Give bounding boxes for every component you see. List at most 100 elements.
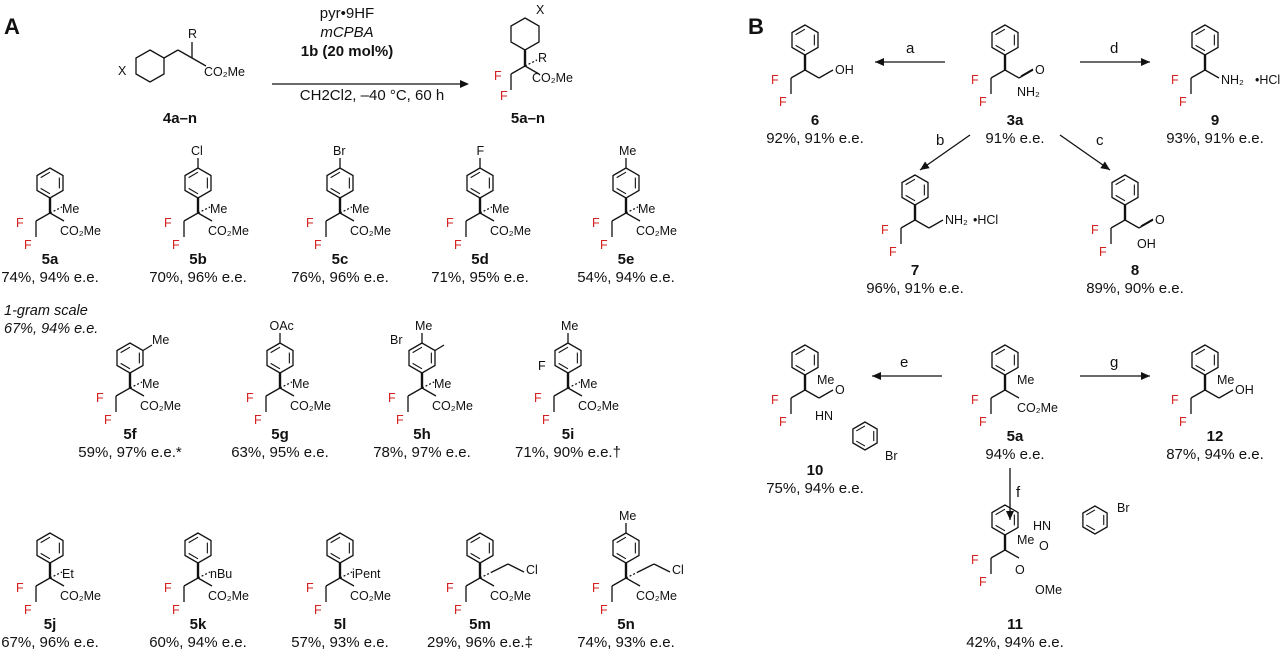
alkyl-group: Me <box>62 202 79 216</box>
carbonyl-o: O <box>1035 63 1045 77</box>
arrow-label-e: e <box>900 354 909 371</box>
compound-yield: 63%, 95% e.e. <box>231 444 329 461</box>
fluorine-1: F <box>96 391 104 405</box>
compound-id: 5h <box>413 426 431 443</box>
fluorine-2: F <box>889 245 897 259</box>
hcl-salt: •HCl <box>973 213 998 227</box>
arrow-g <box>1080 372 1150 380</box>
product-r: R <box>538 51 547 65</box>
compound-yield: 93%, 91% e.e. <box>1166 130 1264 147</box>
fluorine-2: F <box>779 415 787 429</box>
alkyl-group: Me <box>434 377 451 391</box>
fluorine-1: F <box>771 393 779 407</box>
ester-group: CO₂Me <box>490 589 531 603</box>
amide-o: O <box>1039 539 1049 553</box>
arrow-d <box>1080 58 1150 66</box>
product-label: 5a–n <box>510 110 546 127</box>
fluorine-2: F <box>600 603 608 617</box>
compound-id: 5g <box>271 426 289 443</box>
arrow-b <box>919 134 971 171</box>
fluorine-1: F <box>388 391 396 405</box>
fluorine-2: F <box>314 603 322 617</box>
fluorine-2: F <box>24 238 32 252</box>
para-substituent: F <box>477 144 485 158</box>
compound-yield: 74%, 94% e.e. <box>1 269 99 286</box>
alkyl-group: Me <box>492 202 509 216</box>
ester-group: CO₂Me <box>290 399 331 413</box>
compound-yield: 29%, 96% e.e.‡ <box>427 634 533 651</box>
compound-yield: 76%, 96% e.e. <box>291 269 389 286</box>
compound-id: 9 <box>1210 112 1220 129</box>
ester-group: CO₂Me <box>636 224 677 238</box>
amide-nh: HN <box>1033 519 1051 533</box>
scale-note: 1-gram scale 67%, 94% e.e. <box>4 302 98 338</box>
ester-group: CO₂Me <box>350 224 391 238</box>
compound-id: 11 <box>1007 616 1023 633</box>
alkyl-group: Me <box>352 202 369 216</box>
fluorine-1: F <box>1171 73 1179 87</box>
arrow-label-a: a <box>906 40 915 57</box>
fluorine-1: F <box>592 581 600 595</box>
fluorine-1: F <box>971 553 979 567</box>
bromine: Br <box>1117 501 1130 515</box>
ester-group: CO₂Me <box>636 589 677 603</box>
alkyl-group: Et <box>62 567 74 581</box>
compound-yield: 91% e.e. <box>985 130 1045 147</box>
compound-id: 5l <box>333 616 347 633</box>
compound-id: 8 <box>1130 262 1140 279</box>
alkyl-group: Me <box>580 377 597 391</box>
svg-text:Cl: Cl <box>526 563 538 577</box>
ester-group: CO₂Me <box>350 589 391 603</box>
ester-group: CO₂Me <box>490 224 531 238</box>
para-substituent: OAc <box>270 319 294 333</box>
methyl: Me <box>1017 373 1034 387</box>
panel-label-a: A <box>4 14 20 39</box>
fluorine-2: F <box>24 603 32 617</box>
arrow-e <box>872 372 942 380</box>
para-substituent: Cl <box>191 144 203 158</box>
ester-group: CO₂Me <box>208 224 249 238</box>
compound-yield: 42%, 94% e.e. <box>966 634 1064 651</box>
bromine: Br <box>885 449 898 463</box>
condition-line-4: CH2Cl2, –40 °C, 60 h <box>299 87 445 104</box>
product-structure: X R F F CO₂Me <box>494 3 573 103</box>
fluorine-2: F <box>104 413 112 427</box>
compound-yield: 87%, 94% e.e. <box>1166 446 1264 463</box>
compound-yield: 92%, 91% e.e. <box>766 130 864 147</box>
meta-substituent: Me <box>152 333 169 347</box>
compound-yield: 89%, 90% e.e. <box>1086 280 1184 297</box>
ester-group: CO₂Me <box>432 399 473 413</box>
ester-group: CO₂Me <box>1017 401 1058 415</box>
scale-note-line-2: 67%, 94% e.e. <box>4 321 99 337</box>
ester-group: CO₂Me <box>60 224 101 238</box>
fluorine-2: F <box>979 575 987 589</box>
arrow-label-c: c <box>1096 132 1104 149</box>
fluorine-1: F <box>16 581 24 595</box>
para-substituent: Br <box>333 144 346 158</box>
product-ester: CO₂Me <box>532 71 573 85</box>
fluorine-1: F <box>592 216 600 230</box>
fluorine-2: F <box>1099 245 1107 259</box>
fluorine-1: F <box>16 216 24 230</box>
hcl-salt: •HCl <box>1255 73 1280 87</box>
ester-group: CO₂Me <box>60 589 101 603</box>
